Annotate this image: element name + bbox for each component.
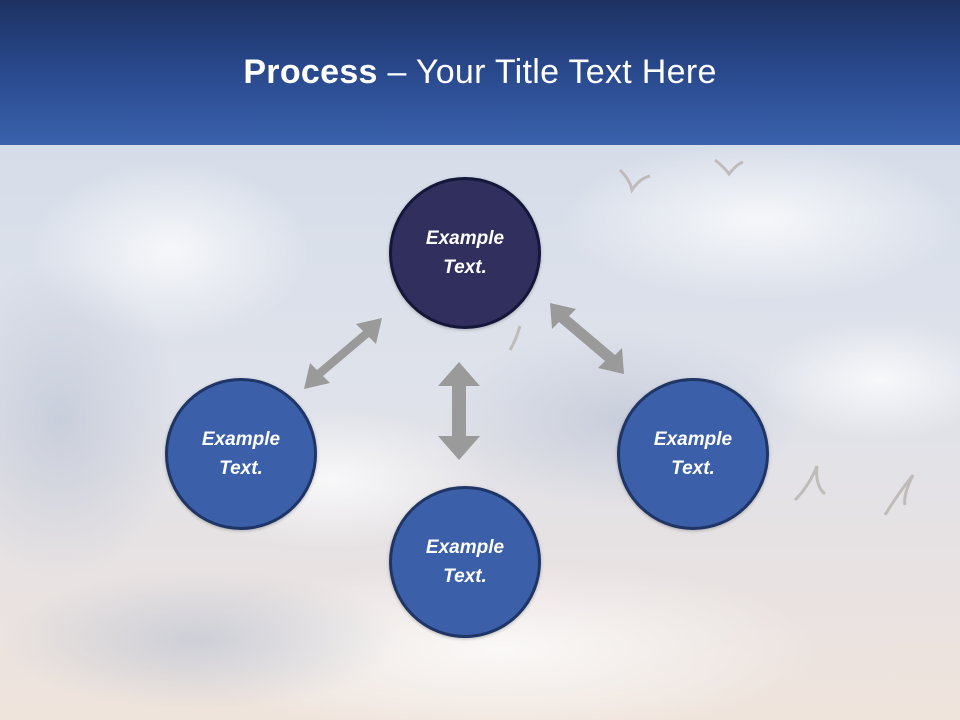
node-bottom-line1: Example	[425, 537, 505, 558]
node-bottom-line2: Text.	[443, 566, 487, 587]
title-bar: Process – Your Title Text Here	[0, 0, 960, 145]
title-bold-text: Process	[243, 53, 378, 91]
slide-title: Process – Your Title Text Here	[243, 53, 716, 92]
node-right-line1: Example	[653, 429, 733, 450]
node-left-line2: Text.	[219, 458, 263, 479]
node-left-line1: Example	[201, 429, 281, 450]
title-rest-text: – Your Title Text Here	[377, 53, 717, 91]
arrow-vertical	[438, 362, 480, 460]
node-top-line2: Text.	[443, 257, 487, 278]
node-right-line2: Text.	[671, 458, 715, 479]
arrow-top-right	[550, 303, 624, 374]
birds-decoration	[508, 158, 915, 516]
node-top-line1: Example	[425, 228, 505, 249]
arrow-top-left	[304, 318, 382, 389]
